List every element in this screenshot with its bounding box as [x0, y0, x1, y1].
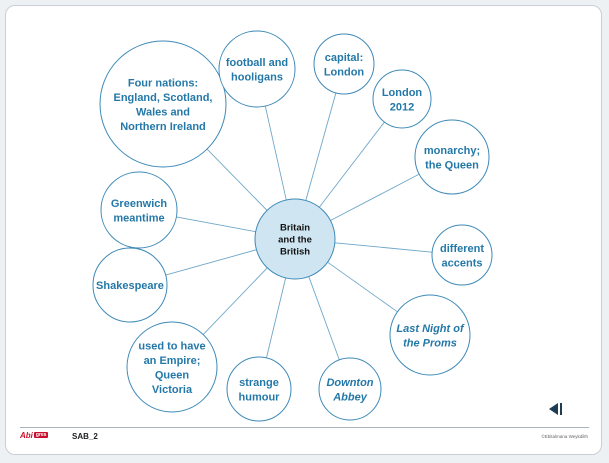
- bubble-downton: [318, 357, 382, 421]
- connector-line-downton: [308, 276, 340, 361]
- center-label: British: [280, 247, 310, 258]
- bubble-label-monarchy: the Queen: [425, 159, 479, 171]
- connector-line-empire: [202, 267, 268, 335]
- mind-map: Four nations: England, Scotland, Wales and…: [92, 30, 493, 422]
- center-label: and the: [278, 235, 312, 246]
- bubble-proms: [389, 294, 471, 376]
- connector-line-accents: [334, 242, 433, 253]
- connector-line-proms: [327, 261, 398, 313]
- connector-line-monarchy: [330, 173, 420, 221]
- bubble-label-football: football and: [226, 57, 288, 69]
- bubble-label-capital: capital:: [325, 52, 364, 64]
- connector-line-four-nations: [206, 148, 268, 211]
- center-bubble: [254, 198, 336, 280]
- bubble-label-empire: Queen: [155, 369, 190, 381]
- bubble-label-monarchy: monarchy;: [424, 145, 480, 157]
- footer-divider: [20, 427, 589, 428]
- bubble-label-downton: Abbey: [332, 391, 368, 403]
- slide-code: SAB_2: [72, 432, 98, 441]
- connector-line-humour: [266, 277, 287, 358]
- back-button[interactable]: [546, 400, 564, 418]
- bubble-label-greenwich: meantime: [113, 212, 164, 224]
- bubble-monarchy: [414, 119, 490, 195]
- bubble-humour: [226, 356, 292, 422]
- bubble-label-empire: an Empire;: [144, 355, 201, 367]
- connector-line-football: [264, 105, 287, 201]
- copyright-notice: ©Ebitalmana Weykdilth: [541, 434, 588, 439]
- bubble-label-four-nations: England, Scotland,: [113, 92, 212, 104]
- bubble-four-nations: [99, 40, 227, 168]
- connector-line-london-2012: [318, 121, 385, 208]
- bubble-label-accents: accents: [442, 257, 483, 269]
- bubble-greenwich: [100, 171, 178, 249]
- slide: Four nations: England, Scotland, Wales and…: [5, 5, 602, 455]
- bubble-label-shakespeare: Shakespeare: [96, 280, 164, 292]
- bubble-empire: [126, 321, 218, 413]
- bubble-capital: [313, 33, 375, 95]
- bubble-label-greenwich: Greenwich: [111, 198, 168, 210]
- bubble-football: [218, 30, 296, 108]
- bubble-label-football: hooligans: [231, 71, 283, 83]
- bubble-label-humour: strange: [239, 377, 279, 389]
- bubble-label-proms: the Proms: [403, 337, 457, 349]
- bubble-label-capital: London: [324, 66, 365, 78]
- back-arrow-icon: [549, 403, 562, 415]
- connector-line-greenwich: [176, 216, 256, 233]
- bubble-label-empire: used to have: [138, 340, 205, 352]
- bubble-label-four-nations: Wales and: [136, 106, 190, 118]
- bubble-label-proms: Last Night of: [396, 323, 465, 335]
- bubble-label-london-2012: London: [382, 87, 423, 99]
- bubble-accents: [431, 224, 493, 286]
- center-label: Britain: [280, 223, 310, 234]
- connector-line-shakespeare: [165, 249, 257, 276]
- bubble-label-downton: Downton: [326, 377, 373, 389]
- bubble-label-london-2012: 2012: [390, 101, 414, 113]
- bubble-label-empire: Victoria: [152, 384, 193, 396]
- bubble-label-humour: humour: [239, 391, 281, 403]
- bubble-shakespeare: [92, 247, 168, 323]
- bubble-london-2012: [372, 69, 432, 129]
- connector-line-capital: [305, 92, 337, 201]
- bubble-label-four-nations: Northern Ireland: [120, 121, 206, 133]
- bubble-label-four-nations: Four nations:: [128, 77, 198, 89]
- bubble-label-accents: different: [440, 243, 484, 255]
